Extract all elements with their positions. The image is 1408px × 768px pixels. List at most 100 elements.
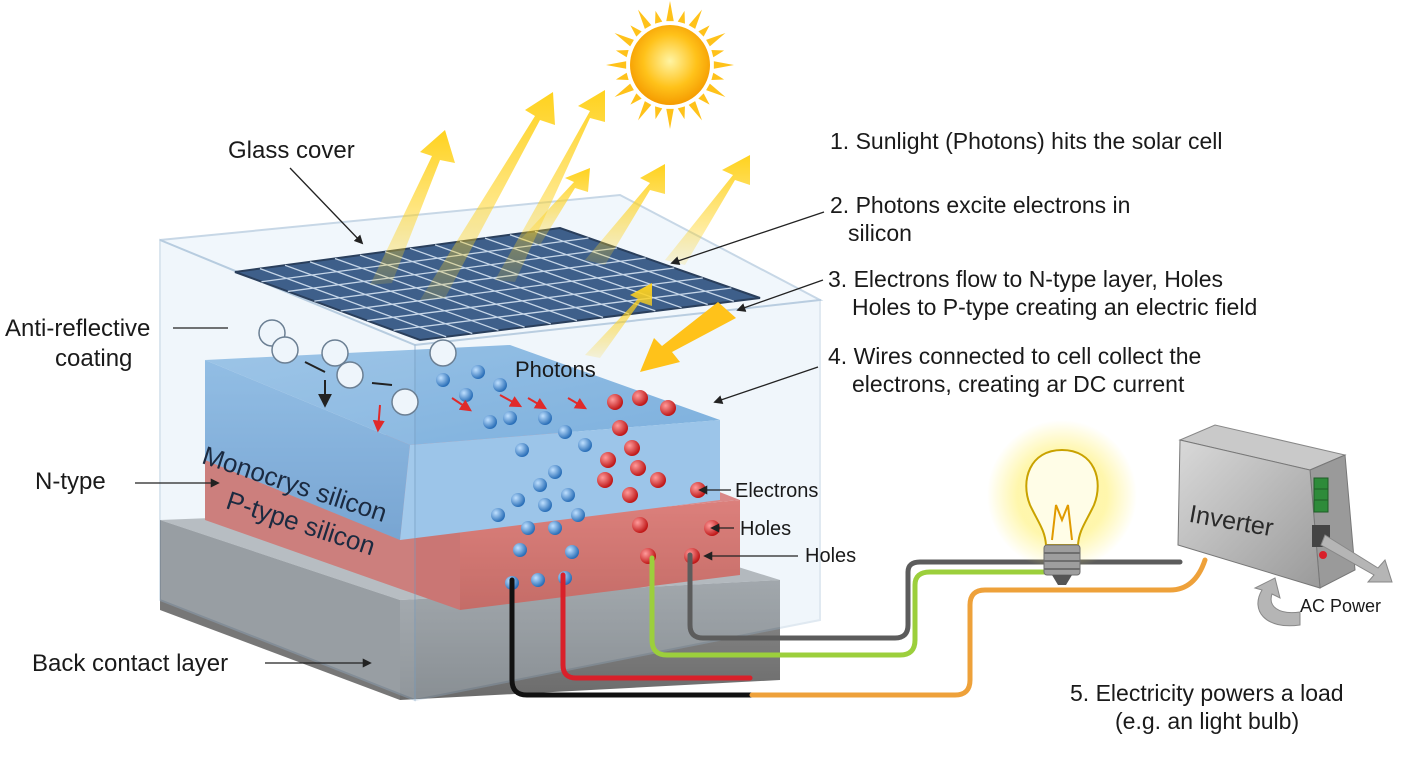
electron xyxy=(491,508,505,522)
panel-grid-line xyxy=(261,237,589,283)
panel-grid-line xyxy=(309,261,499,331)
electron xyxy=(565,545,579,559)
step-4-line2: electrons, creating ar DC current xyxy=(852,370,1185,397)
sun-ray xyxy=(655,106,663,120)
hole xyxy=(632,517,648,533)
sun-ray xyxy=(666,1,674,22)
electron xyxy=(521,521,535,535)
sun-ray xyxy=(615,72,629,80)
label-holes-2: Holes xyxy=(805,545,857,567)
electron xyxy=(538,498,552,512)
photon-excited-electron xyxy=(321,339,349,367)
hole xyxy=(650,472,666,488)
sun-ray xyxy=(713,61,734,69)
step-2: 2. Photons excite electrons in silicon xyxy=(830,192,1130,247)
electron xyxy=(436,373,450,387)
sun-ray xyxy=(638,101,652,121)
panel-grid-line xyxy=(509,234,708,306)
sun-ray xyxy=(614,83,634,97)
wire-orange xyxy=(749,557,1208,698)
electron xyxy=(571,508,585,522)
label-back-contact: Back contact layer xyxy=(32,650,229,677)
label-photons: Photons xyxy=(515,357,596,382)
electron xyxy=(548,521,562,535)
sun-ray xyxy=(688,101,702,121)
drift-arrows xyxy=(304,361,393,408)
sun-ray xyxy=(638,9,652,29)
step-3-line1: 3. Electrons flow to N-type layer, Holes xyxy=(828,266,1223,292)
panel-grid-line xyxy=(340,267,675,312)
panel-grid-line xyxy=(384,251,578,322)
wire-gray xyxy=(687,552,1053,641)
sun-ray xyxy=(614,33,634,47)
electron xyxy=(513,543,527,557)
hole xyxy=(612,420,628,436)
electron xyxy=(459,388,473,402)
label-glass-cover: Glass cover xyxy=(228,137,355,164)
hole xyxy=(600,452,616,468)
leader-lines xyxy=(135,167,825,668)
hole xyxy=(607,394,623,410)
electron xyxy=(531,573,545,587)
light-bulb-icon xyxy=(987,420,1137,585)
sun-ray xyxy=(711,50,725,58)
step-1: 1. Sunlight (Photons) hits the solar cel… xyxy=(830,128,1222,156)
wire-red xyxy=(560,572,753,681)
label-n-type: N-type xyxy=(35,468,106,495)
electron xyxy=(561,488,575,502)
flow-arrows xyxy=(372,394,588,433)
panel-grid-line xyxy=(409,247,604,318)
step-3: 3. Electrons flow to N-type layer, Holes… xyxy=(828,266,1257,321)
sun-ray xyxy=(606,61,627,69)
hole xyxy=(660,400,676,416)
panel-grid-line xyxy=(367,277,703,322)
sun-ray xyxy=(666,108,674,129)
panel-grid-line xyxy=(284,264,473,335)
label-electrons: Electrons xyxy=(735,480,819,502)
step-5: 5. Electricity powers a load (e.g. an li… xyxy=(1070,680,1344,735)
step-4-line1: 4. Wires connected to cell collect the xyxy=(828,343,1202,369)
hole xyxy=(632,390,648,406)
electron xyxy=(503,411,517,425)
electron xyxy=(515,443,529,457)
sun-ray xyxy=(630,93,642,105)
electron xyxy=(548,465,562,479)
panel-grid-line xyxy=(534,230,735,302)
electron xyxy=(483,415,497,429)
sun-ray xyxy=(706,33,726,47)
panel-grid-line xyxy=(393,287,732,331)
step-5-line2: (e.g. an light bulb) xyxy=(1115,707,1300,734)
electron xyxy=(558,425,572,439)
electron xyxy=(533,478,547,492)
sun-icon xyxy=(606,1,734,129)
hole xyxy=(622,487,638,503)
sun-ray xyxy=(677,106,685,120)
step-2-line2: silicon xyxy=(848,219,912,246)
step-4: 4. Wires connected to cell collect the e… xyxy=(828,343,1201,398)
step-1-text: 1. Sunlight (Photons) hits the solar cel… xyxy=(830,128,1223,154)
electron xyxy=(493,378,507,392)
electron xyxy=(538,411,552,425)
hole xyxy=(630,460,646,476)
panel-grid-line xyxy=(259,268,447,338)
sun-ray xyxy=(711,72,725,80)
sun-ray xyxy=(698,25,710,37)
sun-ray xyxy=(677,10,685,24)
electron xyxy=(511,493,525,507)
label-holes-1: Holes xyxy=(740,518,792,540)
sun-ray xyxy=(615,50,629,58)
wire-black xyxy=(509,577,755,698)
electron xyxy=(471,365,485,379)
panel-grid-line xyxy=(434,244,630,315)
label-ac-power: AC Power xyxy=(1300,596,1382,616)
sun-ray xyxy=(630,25,642,37)
sun-ray xyxy=(706,83,726,97)
step-3-line2: Holes to P-type creating an electric fie… xyxy=(852,293,1258,320)
hole xyxy=(624,440,640,456)
label-anti-reflective-2: coating xyxy=(55,345,133,372)
electron xyxy=(578,438,592,452)
panel-grid-line xyxy=(459,240,656,312)
sunlight-rays xyxy=(370,90,750,372)
label-anti-reflective-1: Anti-reflective xyxy=(5,315,151,342)
photon-excited-electron xyxy=(429,339,457,367)
